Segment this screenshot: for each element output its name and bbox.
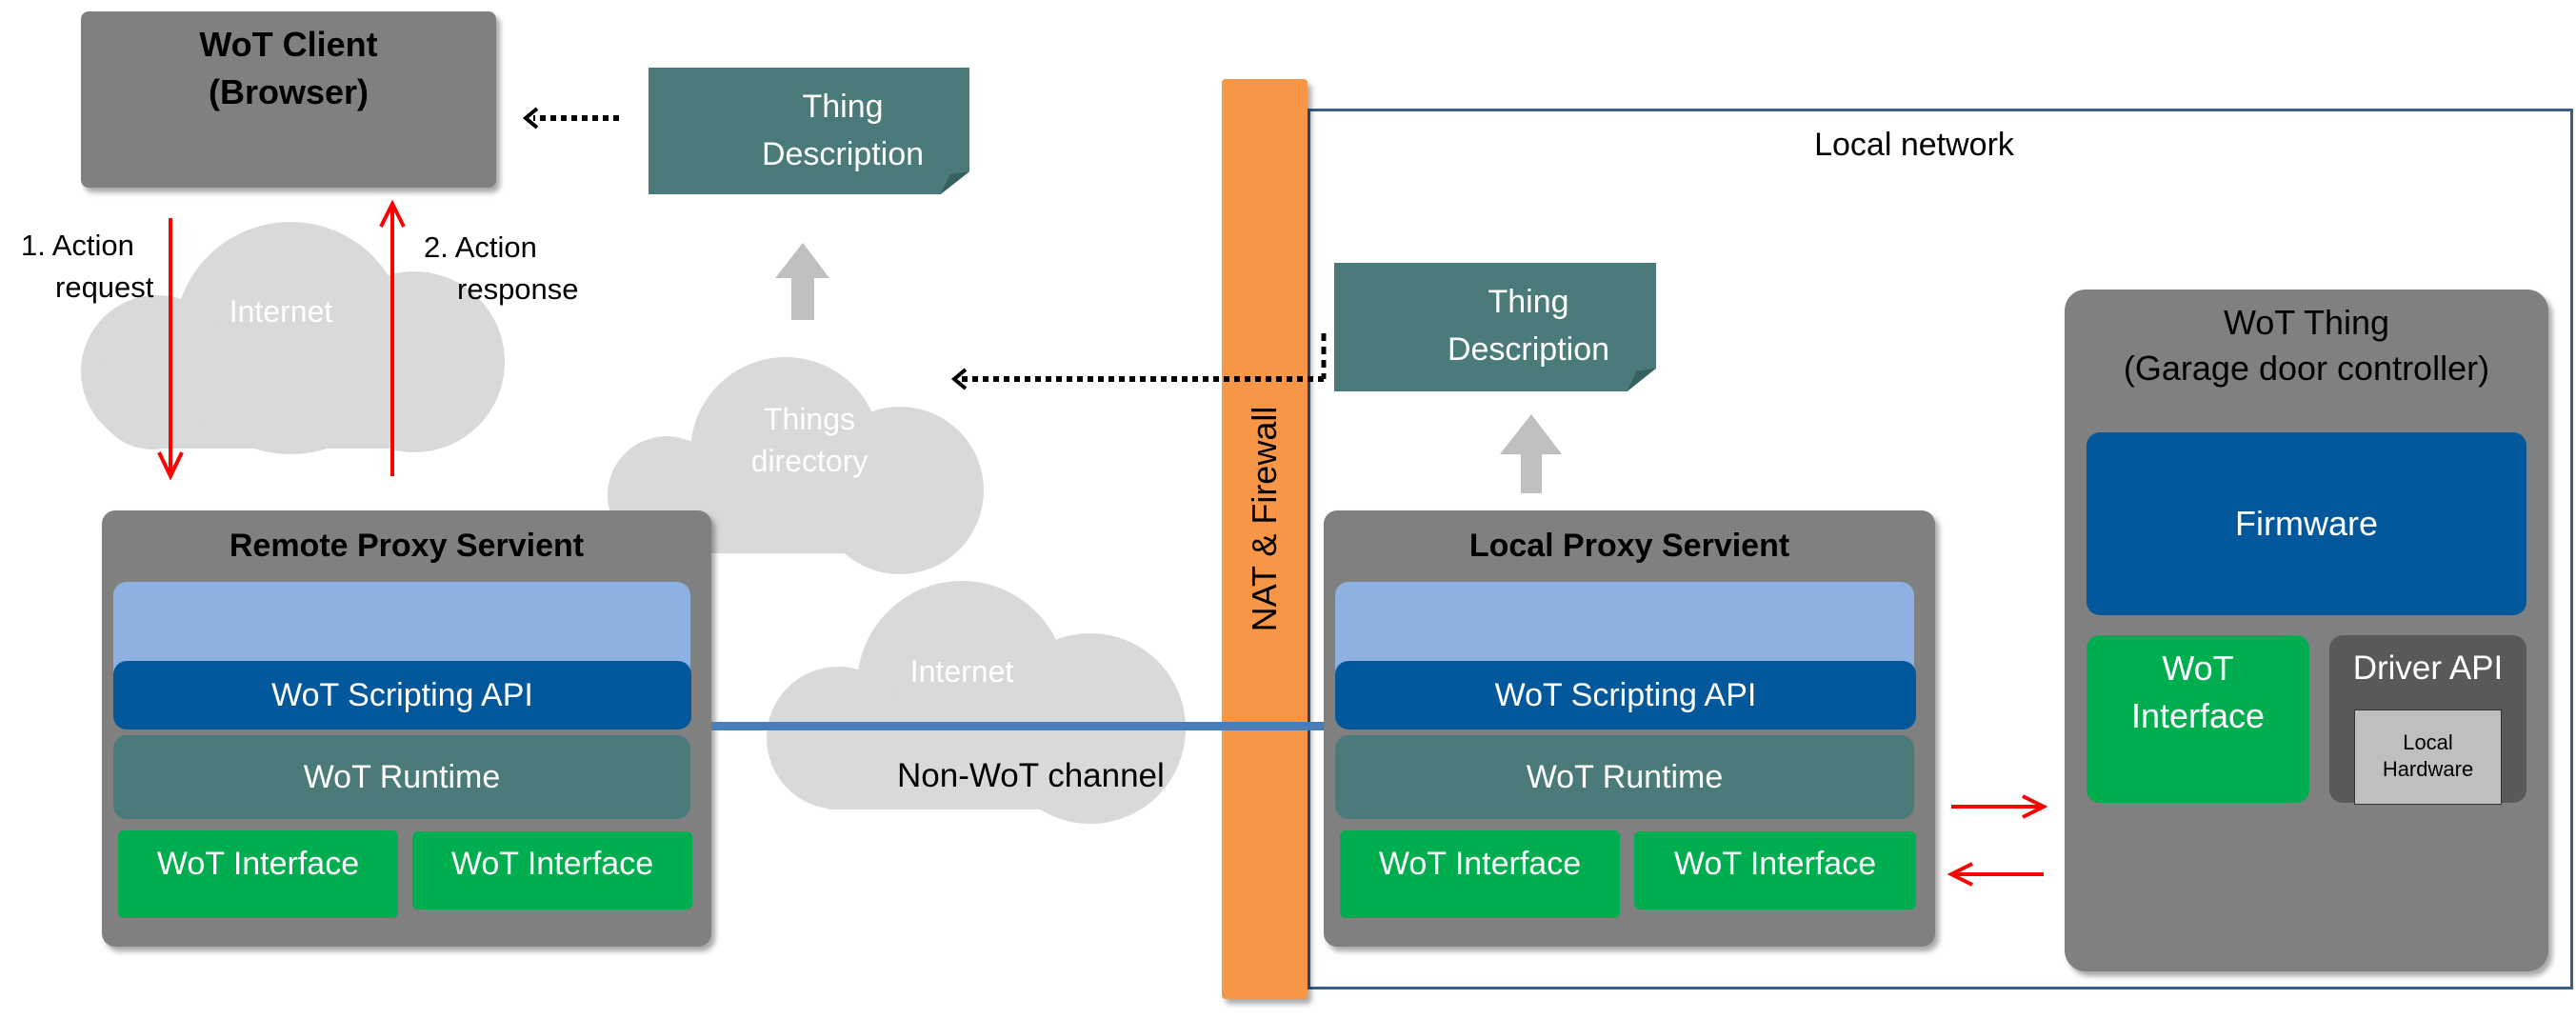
local-hardware-block: Local Hardware xyxy=(2354,709,2502,805)
things-directory-label-2: directory xyxy=(750,444,869,478)
internet-cloud-middle-label: Internet xyxy=(909,654,1014,689)
action-request-line2: request xyxy=(55,270,154,304)
internet-cloud-top-label: Internet xyxy=(229,294,333,329)
action-request-arrow xyxy=(157,218,184,481)
wot-thing-title-2: (Garage door controller) xyxy=(2123,349,2490,388)
local-servient-title: Local Proxy Servient xyxy=(1468,528,1790,564)
wot-thing-interface: WoT Interface xyxy=(2087,635,2309,803)
action-request-line1: 1. Action xyxy=(21,229,134,262)
wot-thing-box: WoT Thing (Garage door controller) Firmw… xyxy=(2065,290,2548,971)
remote-interface-1: WoT Interface xyxy=(118,830,398,918)
wot-client-title-1: WoT Client xyxy=(199,25,378,64)
local-network-label: Local network xyxy=(1814,127,2014,163)
non-wot-channel-line xyxy=(711,722,1324,730)
action-response-line1: 2. Action xyxy=(424,230,537,264)
driver-api-label: Driver API xyxy=(2352,649,2504,687)
internet-cloud-top xyxy=(81,222,505,454)
remote-runtime: WoT Runtime xyxy=(113,735,690,819)
td-to-client-dotted-arrow xyxy=(522,107,619,130)
thing-description-remote-line2: Description xyxy=(761,136,925,172)
firmware-block: Firmware xyxy=(2087,432,2526,615)
wot-thing-title-1: WoT Thing xyxy=(2223,303,2390,342)
directory-up-arrow xyxy=(775,243,829,320)
local-interface-1: WoT Interface xyxy=(1340,830,1620,918)
remote-interface-2: WoT Interface xyxy=(412,831,692,909)
local-td-up-arrow xyxy=(1500,414,1562,493)
driver-api-block: Driver API Local Hardware xyxy=(2329,635,2526,805)
local-network-frame xyxy=(1308,109,2573,989)
action-response-arrow xyxy=(379,199,406,476)
local-proxy-servient: Local Proxy Servient WoT Scripting API W… xyxy=(1324,510,1935,947)
local-runtime: WoT Runtime xyxy=(1335,735,1914,819)
non-wot-channel-label: Non-WoT channel xyxy=(897,757,1165,794)
internet-cloud-middle xyxy=(767,581,1186,824)
remote-servient-title: Remote Proxy Servient xyxy=(229,528,585,564)
thing-description-local-line1: Thing xyxy=(1488,284,1569,320)
thing-description-local-line2: Description xyxy=(1447,331,1610,368)
things-directory-cloud xyxy=(608,357,984,574)
local-interface-2: WoT Interface xyxy=(1634,831,1916,909)
thing-description-local xyxy=(1334,263,1656,391)
nat-firewall-bar xyxy=(1222,79,1308,999)
wot-thing-interface-line1: WoT xyxy=(2162,649,2234,688)
td-registration-dotted-arrow xyxy=(950,333,1327,390)
wot-client-box: WoT Client (Browser) xyxy=(81,11,496,188)
thing-description-remote-line1: Thing xyxy=(802,89,884,125)
things-directory-label-1: Things xyxy=(763,402,856,436)
remote-proxy-servient: Remote Proxy Servient WoT Scripting API … xyxy=(102,510,711,947)
response-from-thing-arrow xyxy=(1947,862,2044,887)
thing-description-remote xyxy=(649,68,969,194)
wot-client-title-2: (Browser) xyxy=(208,72,369,111)
local-scripting-api: WoT Scripting API xyxy=(1335,661,1916,729)
local-hardware-line1: Local xyxy=(2403,730,2453,754)
remote-scripting-api: WoT Scripting API xyxy=(113,661,691,729)
request-to-thing-arrow xyxy=(1951,794,2048,819)
wot-thing-interface-line2: Interface xyxy=(2130,696,2266,735)
local-hardware-line2: Hardware xyxy=(2382,757,2474,781)
action-response-line2: response xyxy=(457,272,579,306)
